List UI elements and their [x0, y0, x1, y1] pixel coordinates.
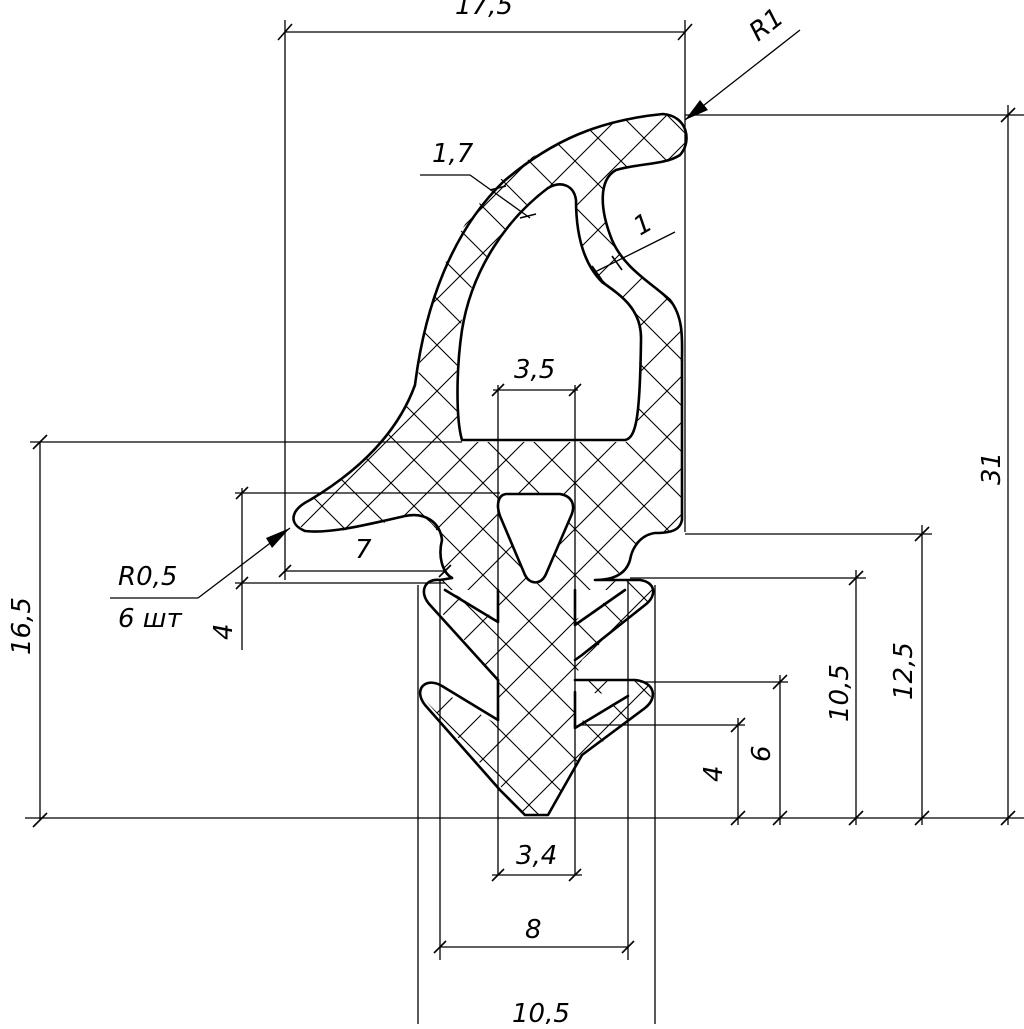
dim-height-12-5: 12,5: [889, 642, 919, 700]
dim-base-width: 8: [525, 915, 542, 945]
dim-inner-width: 3,5: [514, 355, 555, 385]
dim-height-6: 6: [747, 745, 777, 762]
dim-radius-lips: R0,5: [118, 562, 177, 592]
dim-height-total: 31: [977, 452, 1007, 485]
dim-height-10-5: 10,5: [825, 664, 855, 722]
dim-lip-gap: 4: [209, 623, 239, 640]
dim-width-top: 17,5: [455, 0, 513, 21]
dim-wall-thickness: 1,7: [432, 139, 474, 169]
dim-stem-width: 3,4: [516, 841, 557, 871]
profile-body: [294, 115, 686, 815]
dim-height-4: 4: [699, 765, 729, 782]
dim-radius-top: R1: [744, 3, 790, 48]
dim-base-width-outer: 10,5: [512, 999, 570, 1024]
dim-radius-lips-qty: 6 шт: [118, 604, 183, 634]
dim-height-left: 16,5: [7, 597, 37, 655]
dimension-lines: [25, 20, 1024, 1024]
dim-lip-length: 7: [355, 535, 372, 565]
dim-inner-wall: 1: [629, 208, 658, 242]
